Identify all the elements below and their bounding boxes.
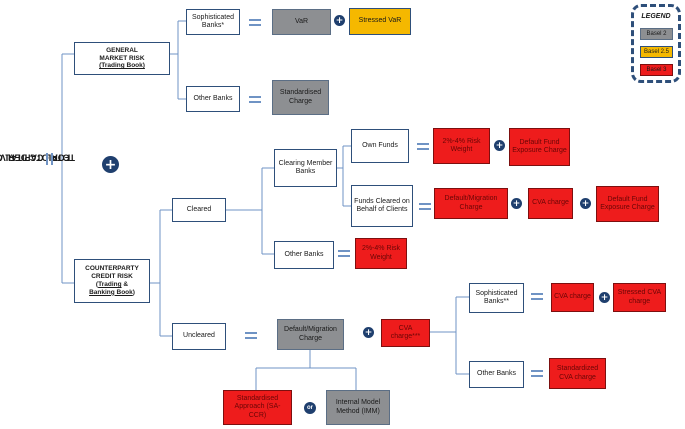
cva-charge-1-box: CVA charge <box>528 188 573 219</box>
cva-charge-2-box: CVA charge*** <box>381 319 430 347</box>
other-banks-unc-box: Other Banks <box>469 361 524 388</box>
default-fund-1-box: Default Fund Exposure Charge <box>509 128 570 166</box>
general-market-risk-box: GENERAL MARKET RISK (Trading Book) <box>74 42 170 75</box>
or-connector: or <box>304 402 316 414</box>
other-banks-gmr-box: Other Banks <box>186 86 240 112</box>
funds-cleared-box: Funds Cleared on Behalf of Clients <box>351 185 413 227</box>
standardized-cva-box: Standardized CVA charge <box>549 358 606 389</box>
gmr-line-1: GENERAL <box>106 46 138 54</box>
plus-icon: + <box>511 198 522 209</box>
equals-icon <box>338 250 350 257</box>
title-line-2: FOR OTC DERIVATIVES <box>0 152 70 163</box>
ccr-paren-close: ) <box>132 288 135 296</box>
gmr-line-2: MARKET RISK <box>99 54 145 62</box>
equals-icon <box>46 153 53 165</box>
equals-icon <box>245 332 257 339</box>
diagram-title: TOTAL CAPITAL CHARGEFOR OTC DERIVATIVES <box>0 103 75 211</box>
stressed-cva-box: Stressed CVA charge <box>613 283 666 312</box>
ccr-trading: Trading <box>98 281 122 288</box>
ccr-line-1: COUNTERPARTY <box>85 265 139 273</box>
legend: LEGEND Basel 2 Basel 2.5 Basel 3 <box>631 4 681 83</box>
var-box: VaR <box>272 9 331 35</box>
equals-icon <box>249 96 261 103</box>
equals-icon <box>531 370 543 377</box>
ccr-banking-book: Banking Book <box>89 288 133 296</box>
legend-title: LEGEND <box>641 13 671 20</box>
default-fund-2-box: Default Fund Exposure Charge <box>596 186 659 222</box>
equals-icon <box>419 203 431 210</box>
default-migration-2-box: Default/Migration Charge <box>277 319 344 350</box>
gmr-line-3: (Trading Book) <box>99 62 145 70</box>
ccr-paren-open: ( <box>95 281 99 288</box>
cleared-box: Cleared <box>172 198 226 222</box>
counterparty-credit-risk-box: COUNTERPARTY CREDIT RISK (Trading & Bank… <box>74 259 150 303</box>
ccr-line-2: CREDIT RISK <box>91 273 133 281</box>
stressed-var-box: Stressed VaR <box>349 8 411 35</box>
plus-icon: + <box>494 140 505 151</box>
own-funds-box: Own Funds <box>351 129 409 163</box>
standardised-charge-box: Standardised Charge <box>272 80 329 115</box>
plus-icon: + <box>334 15 345 26</box>
legend-item-basel-2-5: Basel 2.5 <box>640 46 673 58</box>
other-banks-cleared-box: Other Banks <box>274 241 334 269</box>
plus-icon: + <box>599 292 610 303</box>
sophisticated-banks-box: Sophisticated Banks* <box>186 9 240 35</box>
sa-ccr-box: Standardised Approach (SA-CCR) <box>223 390 292 425</box>
plus-icon: + <box>580 198 591 209</box>
risk-weight-2-box: 2%-4% Risk Weight <box>355 238 407 269</box>
equals-icon <box>249 19 261 26</box>
plus-icon: + <box>363 327 374 338</box>
default-migration-1-box: Default/Migration Charge <box>434 188 508 219</box>
legend-item-basel-3: Basel 3 <box>640 64 673 76</box>
ccr-and: & <box>121 281 129 288</box>
uncleared-box: Uncleared <box>172 323 226 350</box>
equals-icon <box>417 143 429 150</box>
sophisticated-banks-2-box: Sophisticated Banks** <box>469 283 524 313</box>
imm-box: Internal Model Method (IMM) <box>326 390 390 425</box>
cva-charge-3-box: CVA charge <box>551 283 594 312</box>
legend-item-basel-2: Basel 2 <box>640 28 673 40</box>
equals-icon <box>531 293 543 300</box>
risk-weight-1-box: 2%-4% Risk Weight <box>433 128 490 164</box>
plus-icon: + <box>102 156 119 173</box>
clearing-member-banks-box: Clearing Member Banks <box>274 149 337 187</box>
